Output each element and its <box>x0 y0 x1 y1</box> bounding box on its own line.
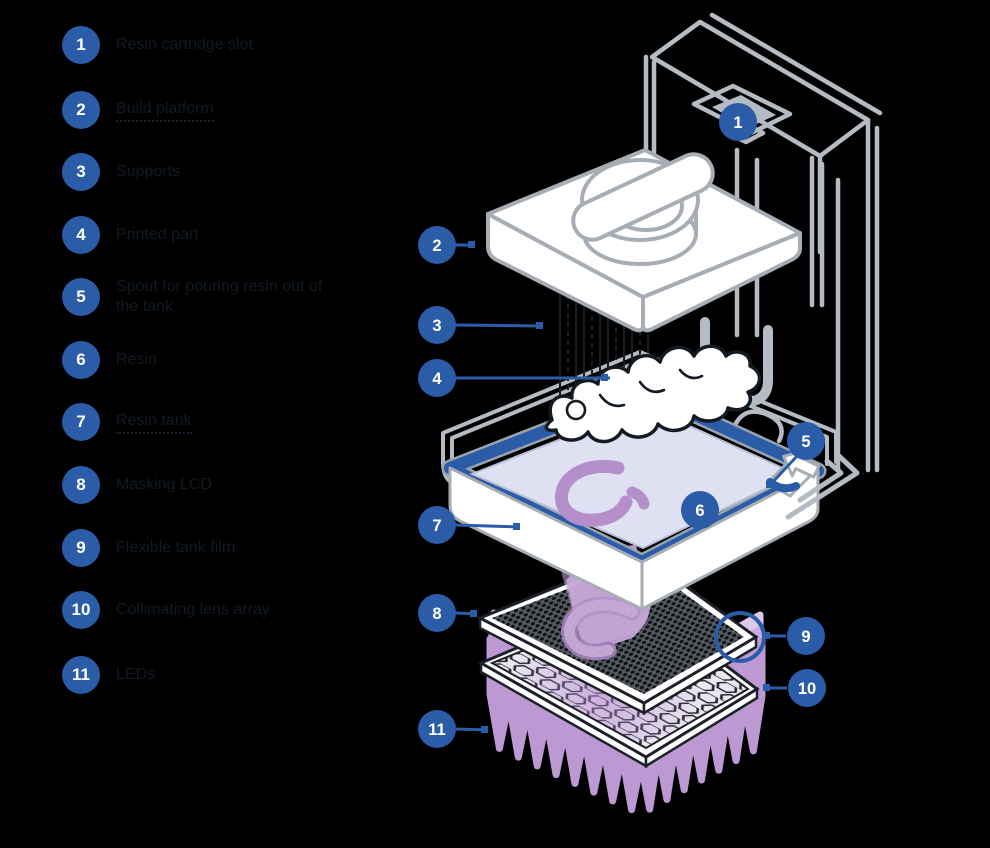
callout-badge-9: 9 <box>787 617 825 655</box>
callout-badge-6: 6 <box>681 491 719 529</box>
callout-badge-7: 7 <box>418 506 456 544</box>
legend-item-2: 2 Build platform <box>62 91 214 129</box>
platform-handle <box>571 152 715 242</box>
legend-label-3: Supports <box>116 163 181 180</box>
callout-badge-5: 5 <box>787 422 825 460</box>
callout-badge-1: 1 <box>719 103 757 141</box>
svg-text:1: 1 <box>733 114 742 132</box>
legend-item-4: 4 Printed part <box>62 216 199 254</box>
legend-item-9: 9 Flexible tank film <box>62 529 235 567</box>
pour-direction-chevrons <box>785 453 860 520</box>
cured-resin-arch <box>554 460 633 527</box>
printed-part <box>544 344 762 444</box>
legend-label-7-link[interactable]: Resin tank <box>116 411 192 434</box>
svg-text:6: 6 <box>695 502 704 520</box>
legend-badge-5: 5 <box>62 278 100 316</box>
legend-label-1: Resin cartridge slot <box>116 36 253 53</box>
legend-label-4: Printed part <box>116 226 199 243</box>
masking-lcd <box>476 545 759 716</box>
legend-item-7: 7 Resin tank <box>62 403 192 441</box>
legend-item-6: 6 Resin <box>62 341 157 379</box>
legend-label-5: Spout for pouring resin out of the tank <box>116 278 323 315</box>
callout-badge-11: 11 <box>418 710 456 748</box>
legend-badge-11: 11 <box>62 656 100 694</box>
svg-text:5: 5 <box>801 433 810 451</box>
legend-badge-2: 2 <box>62 91 100 129</box>
legend-item-1: 1 Resin cartridge slot <box>62 26 253 64</box>
svg-text:3: 3 <box>432 317 441 335</box>
svg-text:9: 9 <box>801 628 810 646</box>
legend-badge-1: 1 <box>62 26 100 64</box>
legend-label-8: Masking LCD <box>116 476 213 493</box>
legend-badge-6: 6 <box>62 341 100 379</box>
legend-label-10: Collimating lens array <box>116 601 270 618</box>
legend-item-8: 8 Masking LCD <box>62 466 212 504</box>
legend-item-5: 5 Spout for pouring resin out of the tank <box>62 278 348 316</box>
legend-label-6: Resin <box>116 351 157 368</box>
legend-item-3: 3 Supports <box>62 153 180 191</box>
legend-item-10: 10 Collimating lens array <box>62 591 270 629</box>
legend-badge-10: 10 <box>62 591 100 629</box>
callout-badge-10: 10 <box>788 669 826 707</box>
legend-badge-3: 3 <box>62 153 100 191</box>
svg-text:11: 11 <box>428 721 445 739</box>
legend-badge-8: 8 <box>62 466 100 504</box>
svg-text:4: 4 <box>432 370 442 388</box>
leader-lines <box>455 241 800 733</box>
legend-label-9: Flexible tank film <box>116 539 236 556</box>
legend-badge-4: 4 <box>62 216 100 254</box>
callout-badge-2: 2 <box>418 226 456 264</box>
svg-text:10: 10 <box>798 680 816 698</box>
svg-text:7: 7 <box>432 517 441 535</box>
callout-badge-8: 8 <box>418 594 456 632</box>
legend-label-11: LEDs <box>116 666 156 683</box>
diagram-badges: 1 2 3 4 5 6 7 8 9 10 11 <box>418 103 826 748</box>
legend-badge-7: 7 <box>62 403 100 441</box>
svg-text:2: 2 <box>432 237 441 255</box>
legend-badge-9: 9 <box>62 529 100 567</box>
legend-item-11: 11 LEDs <box>62 656 155 694</box>
legend-label-2-link[interactable]: Build platform <box>116 99 214 122</box>
build-platform <box>486 148 802 333</box>
callout-badge-4: 4 <box>418 359 456 397</box>
supports <box>559 291 649 404</box>
svg-text:8: 8 <box>432 605 441 623</box>
callout-badge-3: 3 <box>418 306 456 344</box>
